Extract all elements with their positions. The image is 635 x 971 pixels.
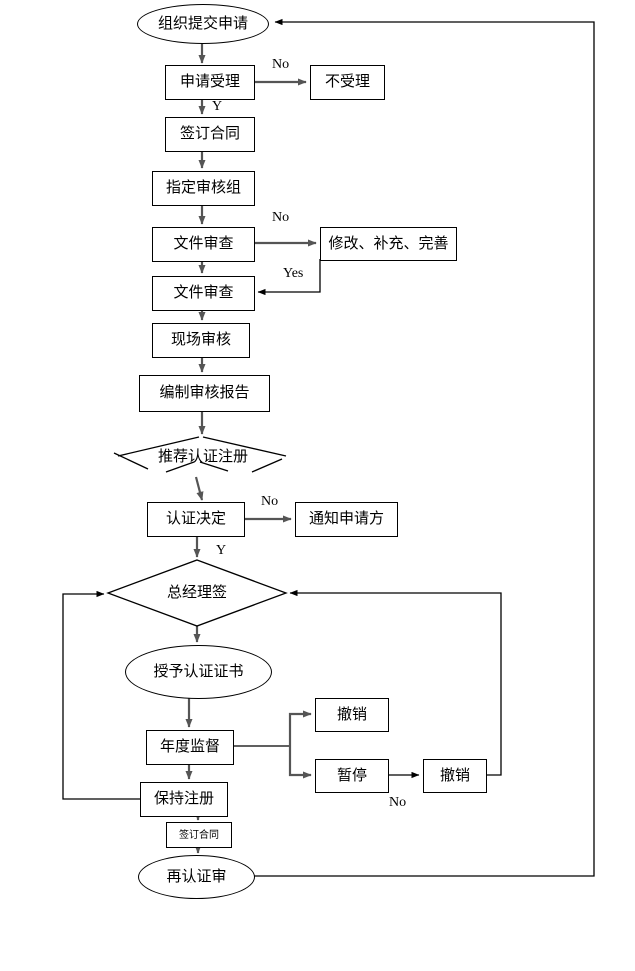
diamond-recommend-register — [113, 436, 287, 473]
edge-revise-to-review2 — [257, 259, 321, 296]
node-label: 编制审核报告 — [159, 384, 250, 402]
node-n13: 通知申请方 — [295, 502, 398, 537]
edge-label-e1: No — [272, 57, 290, 72]
node-n15: 授予认证证书 — [125, 645, 272, 699]
node-label: 撤销 — [336, 705, 367, 723]
node-n11: 推荐认证注册 — [114, 437, 292, 477]
node-label: 通知申请方 — [308, 510, 384, 528]
node-n18: 暂停 — [315, 759, 389, 793]
node-label: 认证决定 — [165, 510, 226, 528]
node-label: 组织提交申请 — [157, 14, 248, 32]
node-n6: 文件审查 — [152, 227, 255, 262]
node-label: 授予认证证书 — [153, 662, 244, 680]
node-label: 文件审查 — [173, 235, 234, 253]
node-label: 申请受理 — [179, 73, 240, 91]
node-n3: 不受理 — [310, 65, 385, 100]
node-n9: 现场审核 — [152, 323, 250, 358]
edge-surveillance-to-suspend — [288, 746, 312, 779]
node-n10: 编制审核报告 — [139, 375, 270, 412]
edge-withdraw2-to-gm — [289, 589, 502, 776]
node-label: 总经理签 — [166, 583, 227, 601]
node-n7: 修改、补充、完善 — [320, 227, 457, 261]
node-label: 年度监督 — [159, 738, 220, 756]
edge-surveillance-to-withdraw — [288, 710, 312, 746]
node-label: 推荐认证注册 — [157, 447, 248, 465]
node-n19: 撤销 — [423, 759, 487, 793]
edge-label-e5: No — [261, 494, 279, 509]
node-label: 指定审核组 — [165, 179, 241, 197]
edge-maintain-to-gm — [62, 590, 140, 800]
edge-label-e3: No — [272, 210, 290, 225]
node-n22: 再认证审 — [138, 855, 255, 899]
edge-recommend-to-decision — [194, 476, 204, 501]
edge-label-e4: Yes — [283, 266, 304, 281]
node-n8: 文件审查 — [152, 276, 255, 311]
node-n1: 组织提交申请 — [137, 4, 269, 44]
edge-recert-to-start — [253, 18, 595, 877]
node-label: 再认证审 — [166, 867, 227, 885]
node-n21: 签订合同 — [166, 822, 232, 848]
node-label: 保持注册 — [153, 790, 214, 808]
node-n14: 总经理签 — [108, 560, 286, 626]
node-n20: 保持注册 — [140, 782, 228, 817]
node-label: 不受理 — [324, 73, 370, 91]
node-n16: 年度监督 — [146, 730, 234, 765]
node-label: 暂停 — [336, 766, 367, 784]
node-label: 修改、补充、完善 — [328, 234, 449, 252]
node-n5: 指定审核组 — [152, 171, 255, 206]
node-label: 签订合同 — [179, 125, 240, 143]
node-n12: 认证决定 — [147, 502, 245, 537]
edge-label-e7: No — [389, 795, 407, 810]
node-n17: 撤销 — [315, 698, 389, 732]
node-label: 现场审核 — [170, 331, 231, 349]
edge-label-e6: Y — [216, 543, 227, 558]
edge-label-e2: Y — [212, 99, 223, 114]
node-label: 签订合同 — [179, 829, 219, 841]
diamond-gm-sign — [106, 559, 288, 627]
node-n2: 申请受理 — [165, 65, 255, 100]
recert-sub-mark: ·· — [186, 878, 194, 887]
node-label: 文件审查 — [173, 284, 234, 302]
node-label: 撤销 — [439, 766, 470, 784]
node-n4: 签订合同 — [165, 117, 255, 152]
